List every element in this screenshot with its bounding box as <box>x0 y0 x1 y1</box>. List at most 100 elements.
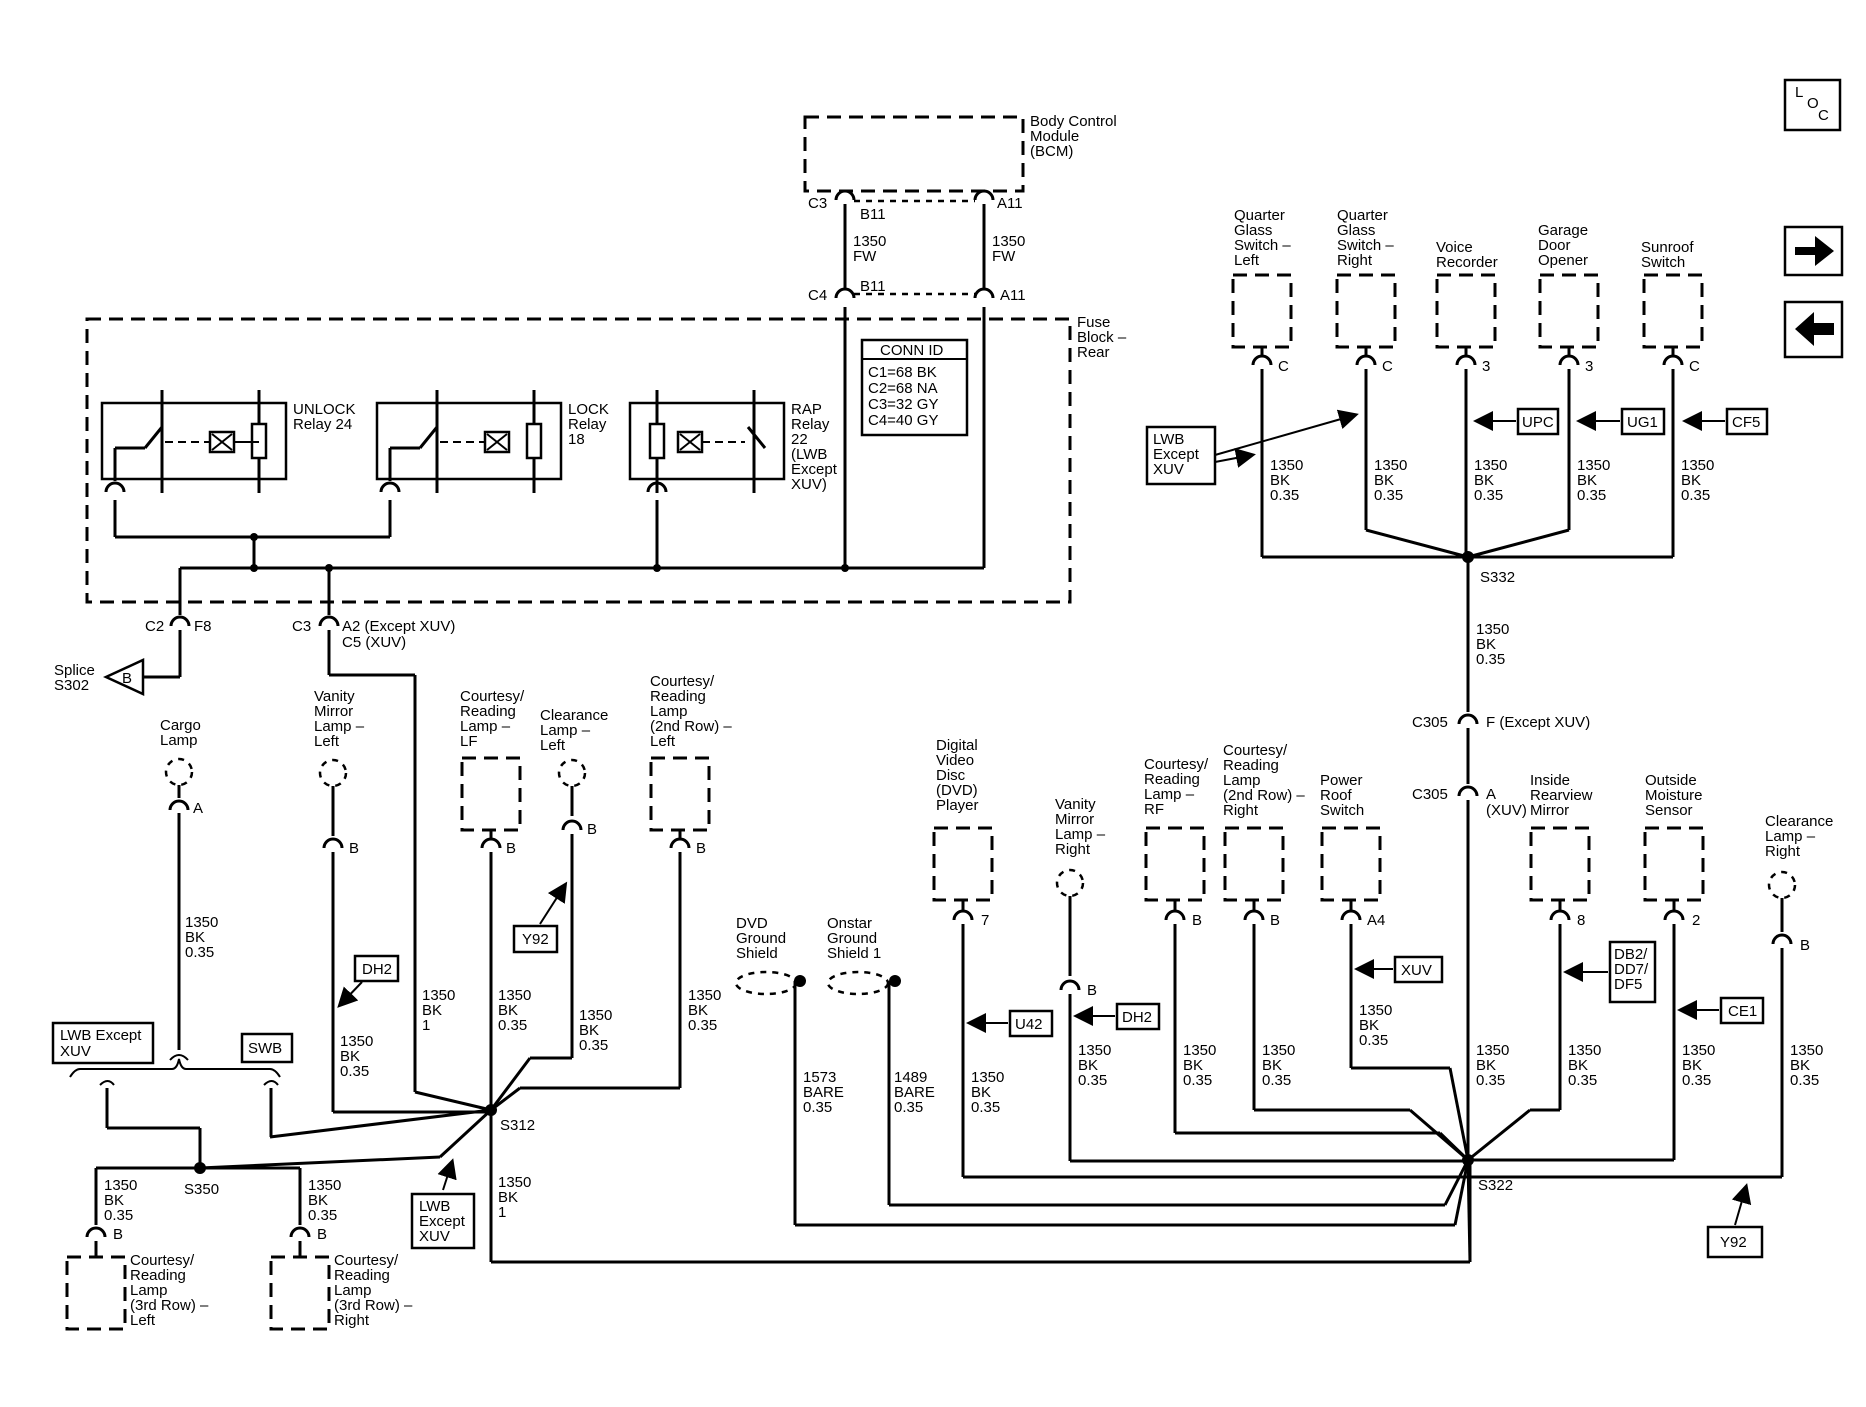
svg-text:XUV: XUV <box>419 1228 450 1245</box>
option-lwb-bottom: LWB Except XUV <box>410 1158 476 1250</box>
svg-text:Left: Left <box>1234 252 1260 269</box>
svg-text:S302: S302 <box>54 677 89 694</box>
svg-text:Switch: Switch <box>1641 254 1685 271</box>
svg-text:0.35: 0.35 <box>1476 651 1505 668</box>
svg-text:S312: S312 <box>500 1117 535 1134</box>
svg-text:XUV): XUV) <box>791 476 827 493</box>
svg-text:1350: 1350 <box>340 1033 373 1050</box>
svg-text:Lamp: Lamp <box>160 732 198 749</box>
option-ce1: CE1 <box>1677 996 1765 1025</box>
svg-text:1350: 1350 <box>1790 1042 1823 1059</box>
svg-text:DH2: DH2 <box>1122 1009 1152 1026</box>
svg-text:22: 22 <box>791 431 808 448</box>
svg-text:1350: 1350 <box>308 1177 341 1194</box>
svg-text:Splice: Splice <box>54 662 95 679</box>
svg-text:Vanity: Vanity <box>314 688 355 705</box>
svg-text:Onstar: Onstar <box>827 915 872 932</box>
next-page-button[interactable] <box>1783 225 1844 277</box>
svg-text:BK: BK <box>1374 472 1394 489</box>
svg-text:LWB: LWB <box>419 1198 450 1215</box>
svg-text:Lamp: Lamp <box>650 703 688 720</box>
svg-text:Door: Door <box>1538 237 1571 254</box>
svg-text:3: 3 <box>1482 358 1490 375</box>
clearance-lamp-left: Clearance Lamp – Left B 1350 BK 0.35 <box>530 707 612 1060</box>
svg-text:B: B <box>317 1226 327 1243</box>
dvd-player: Digital Video Disc (DVD) Player 7 1350 B… <box>932 737 1468 1179</box>
svg-text:18: 18 <box>568 431 585 448</box>
svg-text:Body Control: Body Control <box>1030 113 1117 130</box>
svg-text:A: A <box>1486 786 1496 803</box>
svg-text:1350: 1350 <box>498 987 531 1004</box>
svg-text:Lamp: Lamp <box>334 1282 372 1299</box>
svg-text:DF5: DF5 <box>1614 976 1642 993</box>
svg-text:1350: 1350 <box>422 987 455 1004</box>
option-upc: UPC <box>1473 407 1560 436</box>
svg-text:Y92: Y92 <box>1720 1234 1747 1251</box>
svg-text:Sunroof: Sunroof <box>1641 239 1694 256</box>
svg-text:Power: Power <box>1320 772 1363 789</box>
svg-text:1350: 1350 <box>185 914 218 931</box>
svg-text:Mirror: Mirror <box>314 703 353 720</box>
svg-text:Rear: Rear <box>1077 344 1110 361</box>
svg-text:C3: C3 <box>808 195 827 212</box>
svg-text:BK: BK <box>1270 472 1290 489</box>
svg-text:1350: 1350 <box>498 1174 531 1191</box>
svg-text:8: 8 <box>1577 912 1585 929</box>
onstar-ground-shield: Onstar Ground Shield 1 1489 BARE 0.35 <box>826 915 1445 1207</box>
option-ug1: UG1 <box>1576 407 1666 436</box>
svg-text:1350: 1350 <box>1476 1042 1509 1059</box>
svg-text:Switch –: Switch – <box>1337 237 1394 254</box>
connector-c305: C305 F (Except XUV) C305 A (XUV) 1350 BK… <box>1412 713 1590 1160</box>
svg-text:Clearance: Clearance <box>540 707 608 724</box>
lock-relay: LOCK Relay 18 <box>375 390 609 493</box>
svg-text:1350: 1350 <box>1476 621 1509 638</box>
loc-button[interactable]: L O C <box>1783 78 1842 132</box>
svg-text:CONN ID: CONN ID <box>880 342 944 359</box>
svg-text:3: 3 <box>1585 358 1593 375</box>
svg-text:Lamp –: Lamp – <box>1055 826 1106 843</box>
svg-text:C: C <box>1689 358 1700 375</box>
svg-text:Reading: Reading <box>460 703 516 720</box>
svg-text:0.35: 0.35 <box>1262 1072 1291 1089</box>
svg-text:(2nd Row) –: (2nd Row) – <box>650 718 732 735</box>
svg-text:LWB: LWB <box>1153 431 1184 448</box>
svg-text:Glass: Glass <box>1234 222 1272 239</box>
svg-text:CF5: CF5 <box>1732 414 1760 431</box>
svg-text:Fuse: Fuse <box>1077 314 1110 331</box>
svg-text:0.35: 0.35 <box>971 1099 1000 1116</box>
option-selector-left <box>69 1054 281 1137</box>
voice-recorder: Voice Recorder 3 <box>1435 239 1498 557</box>
svg-text:Vanity: Vanity <box>1055 796 1096 813</box>
svg-text:Except: Except <box>791 461 838 478</box>
svg-text:Lamp –: Lamp – <box>1144 786 1195 803</box>
svg-text:0.35: 0.35 <box>1474 487 1503 504</box>
svg-text:1350: 1350 <box>1078 1042 1111 1059</box>
svg-text:0.35: 0.35 <box>688 1017 717 1034</box>
svg-text:B: B <box>1800 937 1810 954</box>
svg-text:Right: Right <box>1337 252 1373 269</box>
dvd-ground-shield: DVD Ground Shield 1573 BARE 0.35 <box>734 915 1455 1227</box>
svg-text:DH2: DH2 <box>362 961 392 978</box>
svg-text:Cargo: Cargo <box>160 717 201 734</box>
svg-text:UPC: UPC <box>1522 414 1554 431</box>
svg-text:1350: 1350 <box>992 233 1025 250</box>
svg-text:0.35: 0.35 <box>1374 487 1403 504</box>
svg-text:0.35: 0.35 <box>1183 1072 1212 1089</box>
option-lwb-top: LWB Except XUV <box>1145 409 1359 486</box>
svg-text:(DVD): (DVD) <box>936 782 978 799</box>
svg-text:Player: Player <box>936 797 979 814</box>
svg-text:FW: FW <box>853 248 877 265</box>
svg-text:Ground: Ground <box>736 930 786 947</box>
prev-page-button[interactable] <box>1783 300 1844 359</box>
svg-text:BK: BK <box>688 1002 708 1019</box>
svg-text:Roof: Roof <box>1320 787 1353 804</box>
svg-text:BK: BK <box>185 929 205 946</box>
svg-text:LF: LF <box>460 733 478 750</box>
svg-text:Lamp: Lamp <box>1223 772 1261 789</box>
svg-text:0.35: 0.35 <box>579 1037 608 1054</box>
svg-text:Ground: Ground <box>827 930 877 947</box>
svg-text:C305: C305 <box>1412 714 1448 731</box>
svg-text:1350: 1350 <box>1183 1042 1216 1059</box>
svg-text:Courtesy/: Courtesy/ <box>1144 756 1209 773</box>
svg-text:1350: 1350 <box>1681 457 1714 474</box>
